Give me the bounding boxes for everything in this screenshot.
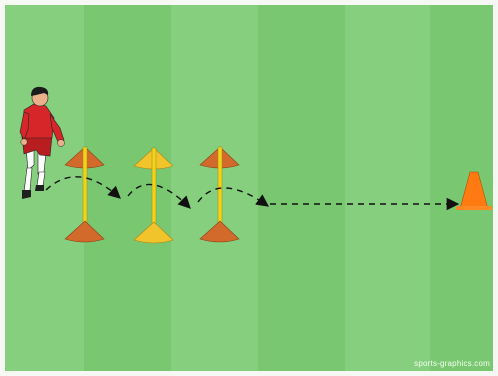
pitch <box>5 5 493 371</box>
pitch-stripe <box>430 5 493 371</box>
watermark-text: sports-graphics.com <box>414 359 490 368</box>
pitch-stripe <box>84 5 171 371</box>
pitch-stripe <box>258 5 345 371</box>
target-cone-base <box>456 206 492 210</box>
